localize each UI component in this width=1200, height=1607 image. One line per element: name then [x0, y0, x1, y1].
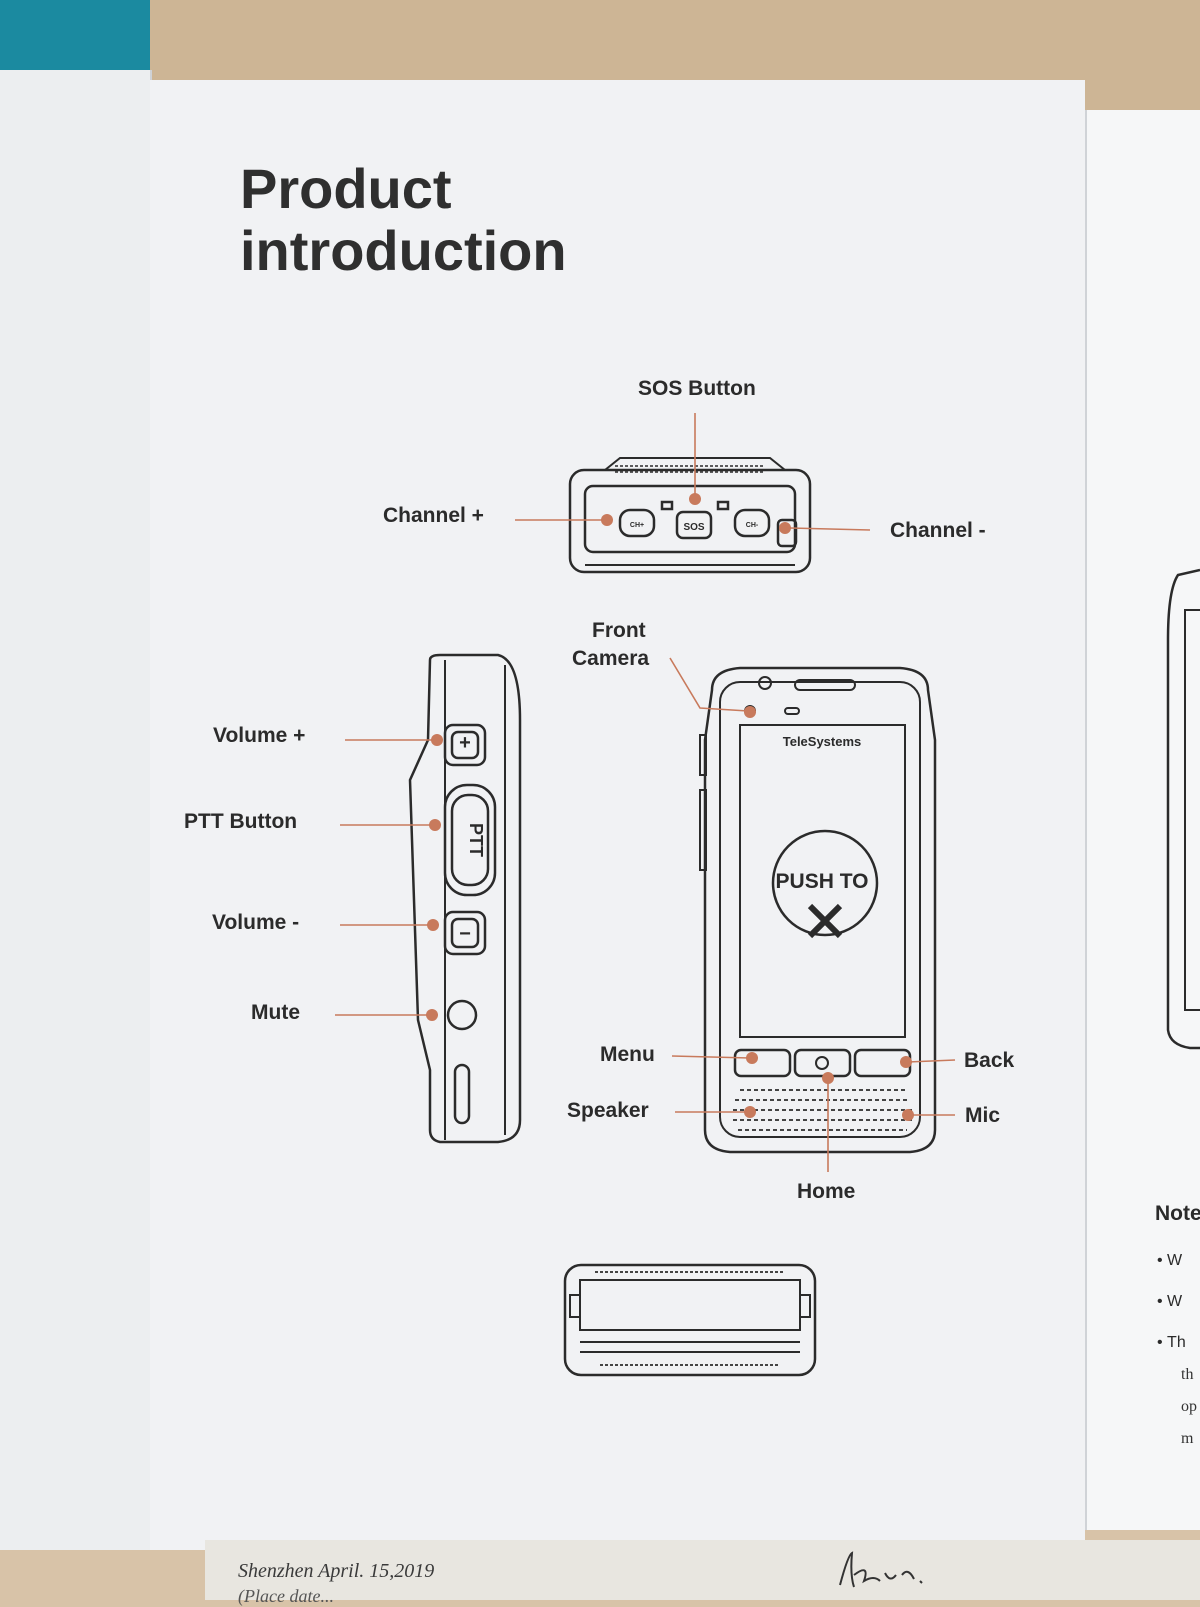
title-line-2: introduction: [240, 219, 567, 282]
note-fragment-3: m: [1181, 1430, 1194, 1447]
side-ptt-key: [450, 793, 490, 887]
front-speaker-grille: [733, 1089, 912, 1131]
top-channel-plus-key: [618, 508, 656, 538]
volume-minus-symbol: −: [459, 923, 471, 945]
label-mute: Mute: [251, 1001, 300, 1024]
side-volume-plus-key: [450, 730, 480, 760]
device-bottom-view: [563, 1263, 817, 1377]
top-grille: [615, 465, 765, 473]
note-fragment-1: th: [1181, 1366, 1194, 1383]
device-brand: TeleSystems: [783, 734, 862, 749]
manual-page: [150, 80, 1085, 1550]
footer-place-date: Shenzhen April. 15,2019: [238, 1560, 435, 1582]
note-heading: Note: [1155, 1202, 1200, 1225]
label-sos-button: SOS Button: [638, 377, 756, 400]
warranty-card: [205, 1540, 1200, 1600]
front-menu-key: [733, 1048, 792, 1078]
label-channel-plus: Channel +: [383, 504, 484, 527]
label-speaker: Speaker: [567, 1099, 649, 1122]
note-bullet-3: • Th: [1157, 1334, 1186, 1351]
title-line-1: Product: [240, 157, 452, 220]
folded-page-left: [0, 70, 152, 1550]
label-back: Back: [964, 1049, 1015, 1072]
note-fragment-2: op: [1181, 1398, 1197, 1415]
side-volume-minus-key: [450, 917, 480, 949]
label-front-camera-line2: Camera: [572, 647, 650, 670]
top-sos-key: [675, 510, 713, 540]
top-ch-plus-text: CH+: [630, 522, 644, 529]
device-side-view: [408, 653, 522, 1144]
side-ptt-text: PTT: [466, 823, 486, 857]
ptt-screen-circle: [771, 829, 879, 937]
front-home-key: [793, 1048, 852, 1078]
top-sos-text: SOS: [683, 522, 704, 533]
earpiece-camera: [758, 676, 772, 690]
device-top-view: [568, 457, 812, 574]
page-title: Product introduction: [240, 158, 567, 282]
callout-dots: [426, 493, 914, 1121]
right-page-device-partial: [1166, 568, 1200, 1050]
folded-page-right: [1085, 110, 1200, 1530]
screen-push-to: PUSH TO: [776, 870, 869, 893]
label-ptt-button: PTT Button: [184, 810, 298, 833]
background-fabric: [0, 0, 150, 80]
label-channel-minus: Channel -: [890, 519, 986, 542]
top-ch-minus-text: CH-: [746, 522, 759, 529]
label-menu: Menu: [600, 1043, 655, 1066]
note-bullet-2: • W: [1157, 1293, 1183, 1310]
top-channel-minus-key: [733, 508, 771, 538]
label-front-camera-line1: Front: [592, 619, 646, 642]
note-bullet-1: • W: [1157, 1252, 1183, 1269]
footer-caption: (Place date...: [238, 1586, 334, 1606]
label-mic: Mic: [965, 1104, 1001, 1127]
device-front-view: [699, 666, 937, 1154]
handwritten-signature: [839, 1551, 923, 1588]
label-volume-plus: Volume +: [213, 724, 306, 747]
label-volume-minus: Volume -: [212, 911, 300, 934]
volume-plus-symbol: +: [459, 732, 471, 754]
side-mute-key: [446, 999, 478, 1031]
leader-lines: [335, 413, 956, 1172]
label-home: Home: [797, 1180, 856, 1203]
